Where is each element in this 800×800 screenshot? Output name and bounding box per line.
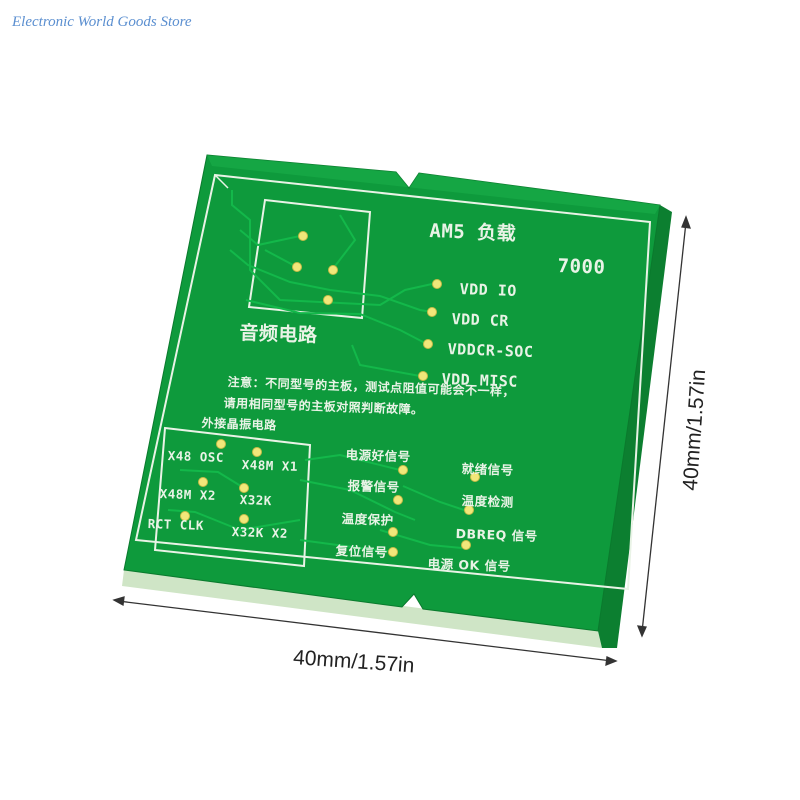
pad-dbreq — [461, 540, 471, 550]
signal-power-ok: 电源 OK 信号 — [427, 555, 511, 574]
pad-temp-protect — [388, 527, 398, 537]
crystal-x48m-x1: X48M X1 — [241, 457, 299, 474]
signal-temp-detect: 温度检测 — [461, 492, 514, 510]
pad-reset — [388, 547, 398, 557]
pcb-side-right — [598, 205, 672, 648]
pad-audio-3 — [328, 265, 338, 275]
pad-slp — [470, 472, 480, 482]
pad-x48m-x2 — [198, 477, 208, 487]
pad-power-good — [398, 465, 408, 475]
pad-x32k-x2 — [239, 514, 249, 524]
note-line-2: 请用相同型号的主板对照判断故障。 — [223, 395, 424, 417]
pad-audio-1 — [298, 231, 308, 241]
pad-rct-clk — [180, 511, 190, 521]
board-title: AM5 负载 — [429, 219, 517, 246]
test-pads — [180, 231, 480, 557]
crystal-x32k: X32K — [239, 492, 273, 509]
pcb-traces — [167, 190, 471, 553]
board-model: 7000 — [557, 255, 606, 279]
pad-vdd-cr — [427, 307, 437, 317]
signal-reset: 复位信号 — [335, 542, 388, 560]
signal-slp: 就绪信号 — [461, 460, 514, 478]
rail-vdd-cr: VDD CR — [451, 310, 510, 330]
audio-circuit-box — [247, 198, 372, 320]
crystal-x48-osc: X48 OSC — [167, 448, 225, 465]
rail-vddcr-soc: VDDCR-SOC — [447, 340, 534, 361]
pad-alarm — [393, 495, 403, 505]
crystal-x48m-x2: X48M X2 — [159, 486, 217, 503]
signal-dbreq: DBREQ 信号 — [455, 525, 538, 544]
audio-circuit-label: 音频电路 — [239, 321, 318, 347]
pad-x32k — [239, 483, 249, 493]
pad-audio-4 — [323, 295, 333, 305]
store-watermark: Electronic World Goods Store — [12, 14, 192, 30]
width-dimension-arrow — [112, 596, 618, 667]
crystal-x32k-x2: X32K X2 — [231, 524, 289, 541]
pad-vdd-misc — [418, 371, 428, 381]
rail-vdd-io: VDD IO — [459, 280, 518, 300]
crystal-circuit-label: 外接晶振电路 — [201, 415, 277, 433]
pad-x48m-x1 — [252, 447, 262, 457]
pad-vdd-io — [432, 279, 442, 289]
pad-vddcr-soc — [423, 339, 433, 349]
crystal-rct-clk: RCT CLK — [147, 516, 205, 533]
signal-alarm: 报警信号 — [347, 477, 400, 495]
signal-temp-protect: 温度保护 — [341, 510, 394, 528]
pad-x48-osc — [216, 439, 226, 449]
pcb-edge — [122, 570, 602, 648]
silk-frame — [134, 173, 652, 591]
pad-temp-detect — [464, 505, 474, 515]
signal-power-good: 电源好信号 — [345, 446, 411, 465]
pad-audio-2 — [292, 262, 302, 272]
crystal-circuit-box — [153, 426, 312, 568]
height-dimension-arrow — [636, 215, 691, 638]
